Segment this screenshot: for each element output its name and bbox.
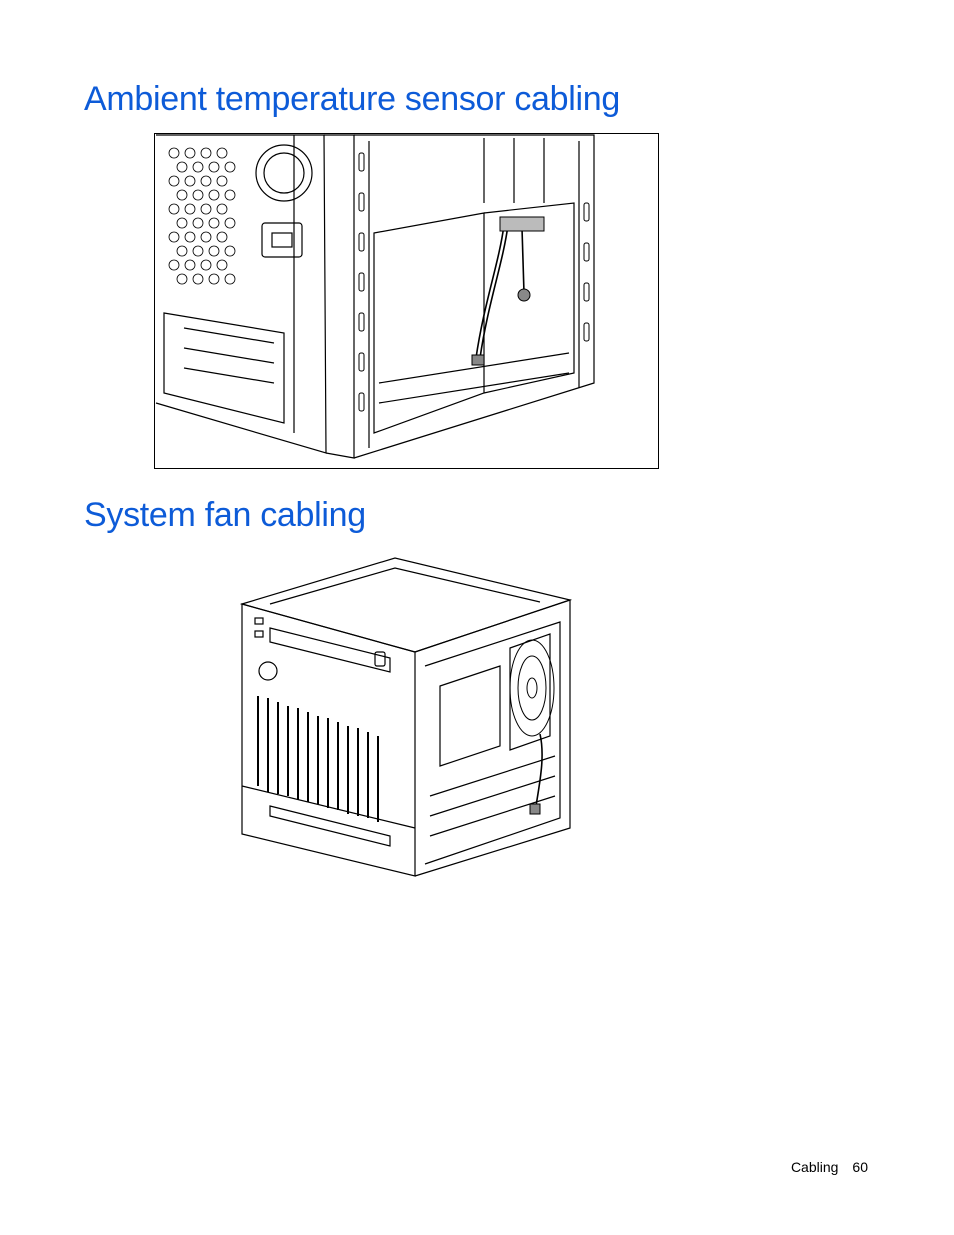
section-title-system-fan: System fan cabling xyxy=(84,496,366,534)
footer-page-number: 60 xyxy=(852,1159,868,1175)
ambient-sensor-cabling-figure xyxy=(154,133,659,469)
section-title-ambient-sensor: Ambient temperature sensor cabling xyxy=(84,80,620,118)
fan-cabling-illustration xyxy=(239,557,573,877)
footer-section-name: Cabling xyxy=(790,1159,839,1175)
sensor-cabling-illustration xyxy=(154,133,659,469)
page-footer: Cabling 60 xyxy=(791,1159,868,1175)
system-fan-cabling-figure xyxy=(239,556,575,878)
